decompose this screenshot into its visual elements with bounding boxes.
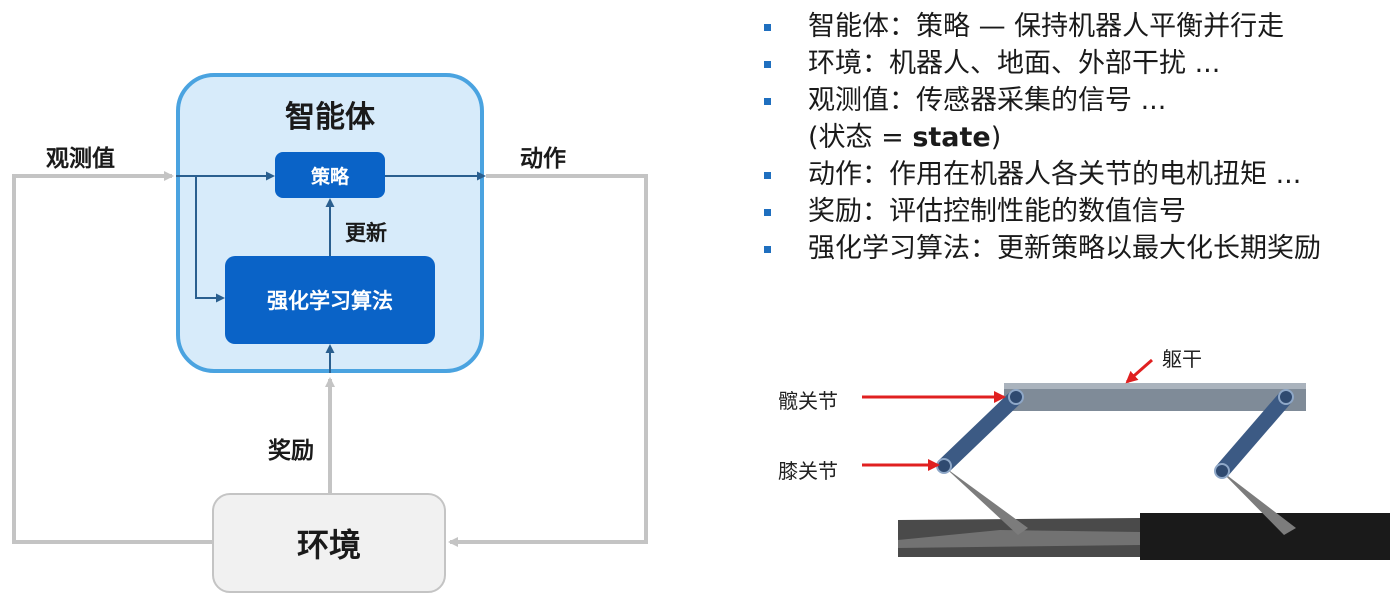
right-shin: [1216, 466, 1296, 535]
list-item: 智能体：策略 — 保持机器人平衡并行走: [760, 8, 1321, 45]
state-note: (状态 = state): [808, 122, 1002, 153]
reward-label: 奖励: [268, 438, 314, 464]
bullet-marker: [764, 209, 771, 216]
list-item: 观测值：传感器采集的信号 ...(状态 = state): [760, 82, 1321, 156]
list-item: 环境：机器人、地面、外部干扰 ...: [760, 45, 1321, 82]
environment-block: 环境: [212, 493, 446, 593]
policy-block: 策略: [275, 152, 385, 198]
bullet-marker: [764, 98, 771, 105]
rl-algorithm-block: 强化学习算法: [225, 256, 435, 344]
action-label: 动作: [520, 146, 566, 172]
knee-label: 膝关节: [778, 459, 838, 483]
observation-label: 观测值: [46, 146, 115, 172]
torso: [1004, 383, 1306, 411]
update-label: 更新: [345, 221, 387, 245]
right-thigh: [1216, 392, 1292, 476]
bullet-marker: [764, 61, 771, 68]
bullet-marker: [764, 24, 771, 31]
list-item: 动作：作用在机器人各关节的电机扭矩 ...: [760, 156, 1321, 193]
torso-pointer: [1125, 358, 1153, 384]
agent-title: 智能体: [285, 100, 375, 135]
hip-label: 髋关节: [778, 389, 838, 413]
left-thigh: [938, 390, 1022, 471]
dark-overlay: [1140, 513, 1390, 560]
bullet-marker: [764, 246, 771, 253]
bullet-marker: [764, 172, 771, 179]
observation-flow: [12, 171, 212, 544]
left-shin: [938, 461, 1028, 535]
action-flow: [448, 174, 648, 547]
torso-label: 躯干: [1162, 347, 1202, 371]
bullet-list: 智能体：策略 — 保持机器人平衡并行走 环境：机器人、地面、外部干扰 ... 观…: [760, 8, 1321, 267]
list-item: 强化学习算法：更新策略以最大化长期奖励: [760, 230, 1321, 267]
list-item: 奖励：评估控制性能的数值信号: [760, 193, 1321, 230]
